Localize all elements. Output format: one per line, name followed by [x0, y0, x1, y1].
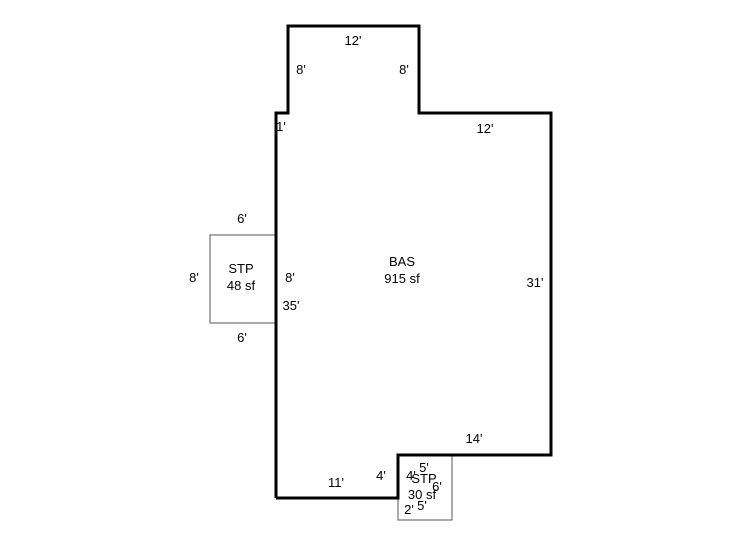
dim-top-right-height: 8' — [399, 62, 409, 77]
dim-stoop-bottom-bottom: 5' — [417, 498, 427, 513]
main-area-code: BAS — [389, 254, 415, 269]
dim-right-side: 31' — [527, 275, 544, 290]
left-stoop-size: 48 sf — [227, 278, 256, 293]
dim-stoop-left-outer: 8' — [189, 270, 199, 285]
dim-bottom-left: 11' — [328, 475, 344, 490]
bottom-stoop-size: 30 sf — [408, 487, 437, 502]
dim-bottom-right: 14' — [466, 431, 483, 446]
dim-notch: 4' — [376, 468, 386, 483]
dim-stoop-left-inner: 8' — [285, 270, 295, 285]
dim-stoop-bottom-top: 5' — [419, 460, 429, 475]
main-building-outline — [274, 24, 553, 500]
dim-stoop-left-top: 6' — [237, 211, 247, 226]
dim-stoop-bottom-extra: 2' — [404, 502, 414, 517]
bottom-stoop-code: STP — [411, 471, 436, 486]
dim-top-width: 12' — [345, 33, 362, 48]
left-stoop-code: STP — [228, 261, 253, 276]
main-area-size: 915 sf — [384, 271, 420, 286]
dim-left-jog: 1' — [276, 119, 286, 134]
dim-right-upper: 12' — [477, 121, 494, 136]
dim-stoop-bottom-left: 4' — [406, 468, 416, 483]
dim-stoop-bottom-right: 6' — [432, 479, 442, 494]
dim-top-left-height: 8' — [296, 62, 306, 77]
dim-left-side: 35' — [283, 298, 300, 313]
dim-stoop-left-bottom: 6' — [237, 330, 247, 345]
